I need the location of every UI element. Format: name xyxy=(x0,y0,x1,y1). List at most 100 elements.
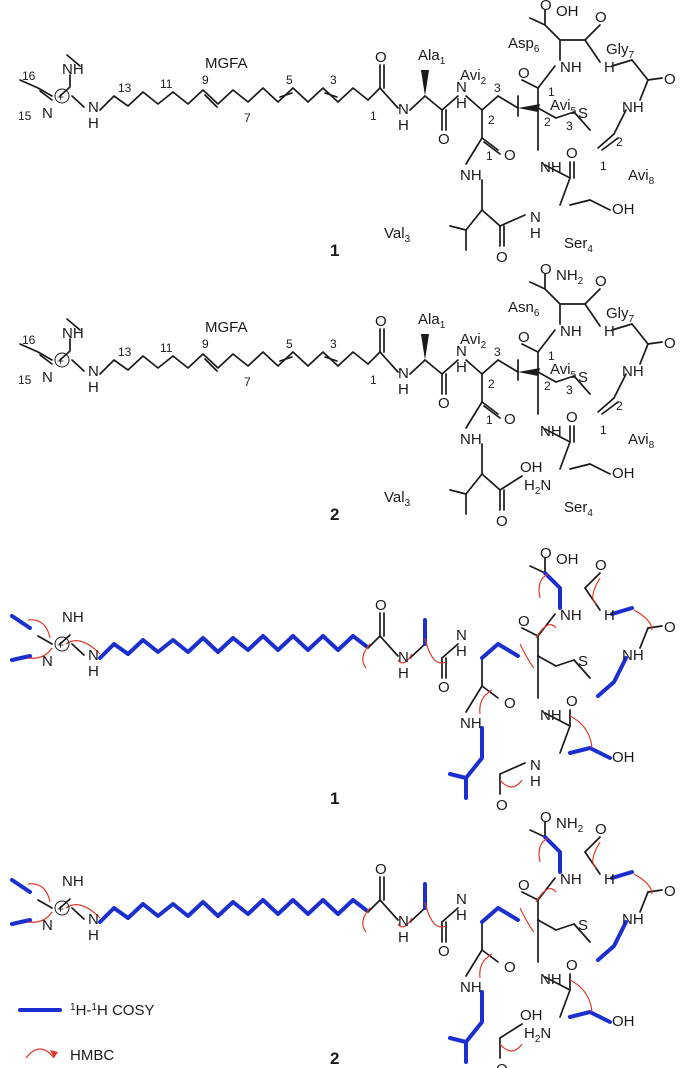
num-3: 3 xyxy=(330,73,337,87)
atom-n-ala: N xyxy=(398,913,409,930)
atom-h-ala: H xyxy=(398,381,409,398)
atom-o-ala: O xyxy=(438,943,450,960)
atom-h-ser-amide: H xyxy=(530,773,541,790)
atom-h-chain: H xyxy=(88,663,99,680)
atom-o-avi5: O xyxy=(518,329,530,346)
compound-number-2: 2 xyxy=(330,505,339,524)
atom-hn-avi8: NH xyxy=(622,647,644,664)
atom-o-asp-amide: O xyxy=(595,9,607,26)
atom-h-ala: H xyxy=(398,665,409,682)
atom-o-ser: O xyxy=(566,145,578,162)
atom-o-avi2: O xyxy=(504,411,516,428)
plus-sign: + xyxy=(57,902,64,916)
atom-labels-compound-1: NH N + N H O N H O N H O O NH O OH O H O… xyxy=(42,0,676,266)
atom-nh-gly: H xyxy=(604,607,615,624)
num-1: 1 xyxy=(370,373,377,387)
atom-oh-ser: OH xyxy=(612,465,635,482)
compound-number-2-correlations: 2 xyxy=(330,1049,339,1068)
num-avi8-1: 1 xyxy=(600,423,607,437)
atom-hn-ser: NH xyxy=(540,423,562,440)
atom-n-avi2: N xyxy=(456,79,467,96)
num-avi2-2: 2 xyxy=(488,377,495,391)
atom-hn-val: NH xyxy=(460,167,482,184)
label-ala1-1: Ala1 xyxy=(418,47,446,67)
num-avi2-1: 1 xyxy=(486,413,493,427)
atom-labels-correlations-2: NH N + N H O N H O N H O O NH O NH2 O H … xyxy=(42,809,676,1068)
atom-o-asp-acid: O xyxy=(540,0,552,14)
atom-h-ala: H xyxy=(398,929,409,946)
num-5: 5 xyxy=(286,337,293,351)
atom-n-guanidine: N xyxy=(42,917,53,934)
atom-o-val: O xyxy=(496,1061,508,1068)
num-13: 13 xyxy=(118,81,132,95)
correlations-compound-2 xyxy=(10,821,663,1064)
atom-nh-asp: NH xyxy=(560,59,582,76)
atom-o-ala: O xyxy=(438,131,450,148)
label-avi5-1: Avi5 xyxy=(550,97,577,117)
atom-o-asp-amide: O xyxy=(595,557,607,574)
num-9: 9 xyxy=(202,73,209,87)
atom-h-ala: H xyxy=(398,117,409,134)
num-13: 13 xyxy=(118,345,132,359)
num-16: 16 xyxy=(22,69,36,83)
atom-o-avi5: O xyxy=(518,65,530,82)
num-15: 15 xyxy=(18,373,32,387)
atom-o-asp-acid: O xyxy=(540,545,552,562)
num-11: 11 xyxy=(160,77,173,91)
correlations-compound-1 xyxy=(10,557,663,800)
positive-charge-icon xyxy=(54,352,70,368)
atom-o-gly: O xyxy=(664,883,676,900)
atom-s-avi8: S xyxy=(578,105,588,122)
atom-h-chain: H xyxy=(88,115,99,132)
num-avi8-2: 2 xyxy=(616,135,623,149)
plus-sign: + xyxy=(57,354,64,368)
label-val3-1: Val3 xyxy=(384,225,411,245)
num-3: 3 xyxy=(330,337,337,351)
atom-oh-val: OH xyxy=(520,1007,543,1024)
atom-h-chain: H xyxy=(88,379,99,396)
num-9: 9 xyxy=(202,337,209,351)
num-avi5-2: 2 xyxy=(544,115,551,129)
atom-n-guanidine: N xyxy=(42,369,53,386)
atom-oh-asp: OH xyxy=(556,3,579,20)
num-avi8-2: 2 xyxy=(616,399,623,413)
atom-o-asn-amide: O xyxy=(540,809,552,826)
atom-h2n-ser: H2N xyxy=(524,1025,551,1045)
atom-n-ser-amide: N xyxy=(530,209,541,226)
atom-s-avi8: S xyxy=(578,369,588,386)
atom-h-avi2: H xyxy=(456,95,467,112)
structure-compound-1 xyxy=(19,9,663,251)
atom-oh-ser: OH xyxy=(612,1013,635,1030)
atom-o-asn-backbone: O xyxy=(595,273,607,290)
atom-h-chain: H xyxy=(88,927,99,944)
atom-o-avi2: O xyxy=(504,959,516,976)
atom-oh-ser: OH xyxy=(612,749,635,766)
label-avi8-1: Avi8 xyxy=(628,167,655,187)
atom-nh-guanidine: NH xyxy=(62,873,84,890)
atom-o-gly: O xyxy=(664,619,676,636)
num-avi2-1: 1 xyxy=(486,149,493,163)
atom-o-gly: O xyxy=(664,335,676,352)
num-avi5-3: 3 xyxy=(566,119,573,133)
num-avi2-3: 3 xyxy=(494,81,501,95)
atom-s-avi8: S xyxy=(578,653,588,670)
atom-hn-avi8: NH xyxy=(622,363,644,380)
atom-o-ser: O xyxy=(566,693,578,710)
atom-o-asn-backbone: O xyxy=(595,821,607,838)
atom-h-avi2: H xyxy=(456,359,467,376)
label-avi5-2: Avi5 xyxy=(550,361,577,381)
plus-sign: + xyxy=(57,90,64,104)
atom-n-chain: N xyxy=(88,647,99,664)
compound-number-1: 1 xyxy=(330,241,339,260)
atom-o-asn-amide: O xyxy=(540,261,552,278)
atom-oh-ser: OH xyxy=(612,201,635,218)
atom-n-chain: N xyxy=(88,911,99,928)
atom-o-amide: O xyxy=(375,597,387,614)
num-1: 1 xyxy=(370,109,377,123)
atom-o-amide: O xyxy=(375,861,387,878)
atom-n-ala: N xyxy=(398,365,409,382)
label-mgfa-2: MGFA xyxy=(205,319,248,336)
atom-nh-gly: H xyxy=(604,323,615,340)
label-ser4-2: Ser4 xyxy=(564,499,593,519)
atom-hn-ser: NH xyxy=(540,707,562,724)
